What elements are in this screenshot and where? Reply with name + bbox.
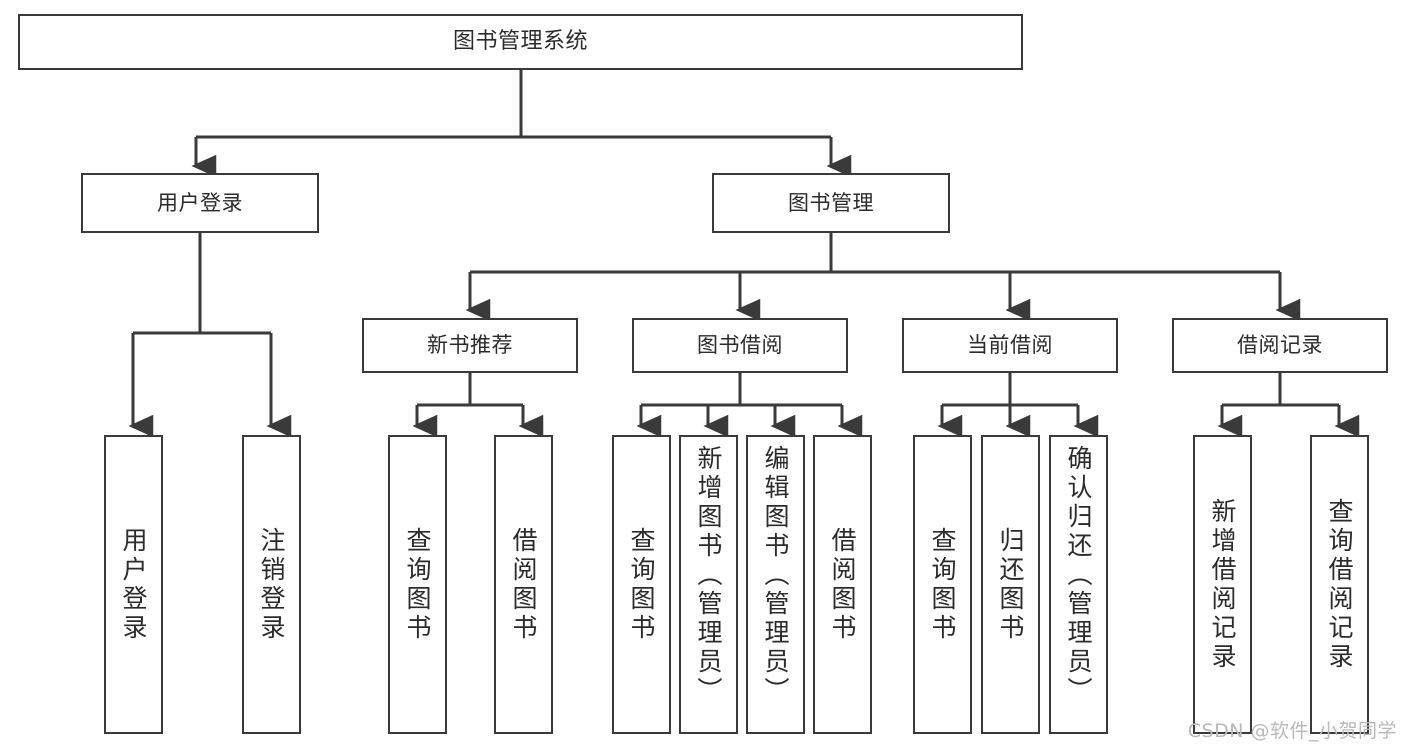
node-label: 确认归还（管理员） [1064, 445, 1093, 706]
node-root-book-management-system[interactable]: 图书管理系统 [18, 14, 1023, 70]
node-label: 查询借阅记录 [1325, 497, 1354, 672]
node-label: 借阅图书 [828, 526, 857, 643]
leaf-record-add-record[interactable]: 新增借阅记录 [1193, 435, 1252, 734]
node-label: 借阅图书 [509, 526, 538, 643]
leaf-borrow-edit-book-admin[interactable]: 编辑图书（管理员） [746, 435, 805, 734]
node-borrow-record[interactable]: 借阅记录 [1172, 318, 1388, 373]
node-label: 查询图书 [627, 526, 656, 643]
leaf-current-confirm-return-admin[interactable]: 确认归还（管理员） [1049, 435, 1108, 734]
leaf-borrow-add-book-admin[interactable]: 新增图书（管理员） [679, 435, 738, 734]
node-label: 用户登录 [119, 526, 148, 643]
node-book-borrow[interactable]: 图书借阅 [632, 318, 848, 373]
node-current-borrow[interactable]: 当前借阅 [902, 318, 1118, 373]
node-label: 当前借阅 [967, 333, 1053, 358]
node-user-login[interactable]: 用户登录 [81, 173, 319, 233]
leaf-new-book-query-book[interactable]: 查询图书 [388, 435, 447, 734]
node-label: 借阅记录 [1237, 333, 1323, 358]
node-label: 新增借阅记录 [1208, 497, 1237, 672]
node-label: 归还图书 [996, 526, 1025, 643]
node-label: 图书管理系统 [452, 29, 588, 55]
leaf-current-query-book[interactable]: 查询图书 [913, 435, 972, 734]
leaf-borrow-query-book[interactable]: 查询图书 [612, 435, 671, 734]
watermark-text: CSDN @软件_小贺同学 [1187, 720, 1397, 742]
node-label: 编辑图书（管理员） [761, 445, 790, 706]
node-label: 查询图书 [928, 526, 957, 643]
leaf-user-login-login[interactable]: 用户登录 [104, 435, 163, 734]
node-label: 新书推荐 [427, 333, 513, 358]
leaf-new-book-borrow-book[interactable]: 借阅图书 [494, 435, 553, 734]
node-label: 新增图书（管理员） [694, 445, 723, 706]
leaf-current-return-book[interactable]: 归还图书 [981, 435, 1040, 734]
node-label: 查询图书 [403, 526, 432, 643]
leaf-record-query-record[interactable]: 查询借阅记录 [1310, 435, 1369, 734]
leaf-borrow-borrow-book[interactable]: 借阅图书 [813, 435, 872, 734]
node-label: 注销登录 [257, 526, 286, 643]
leaf-user-login-logout[interactable]: 注销登录 [242, 435, 301, 734]
node-label: 用户登录 [157, 190, 243, 215]
node-label: 图书管理 [788, 190, 874, 215]
node-label: 图书借阅 [697, 333, 783, 358]
node-new-book-recommend[interactable]: 新书推荐 [362, 318, 578, 373]
node-book-management[interactable]: 图书管理 [712, 173, 950, 233]
